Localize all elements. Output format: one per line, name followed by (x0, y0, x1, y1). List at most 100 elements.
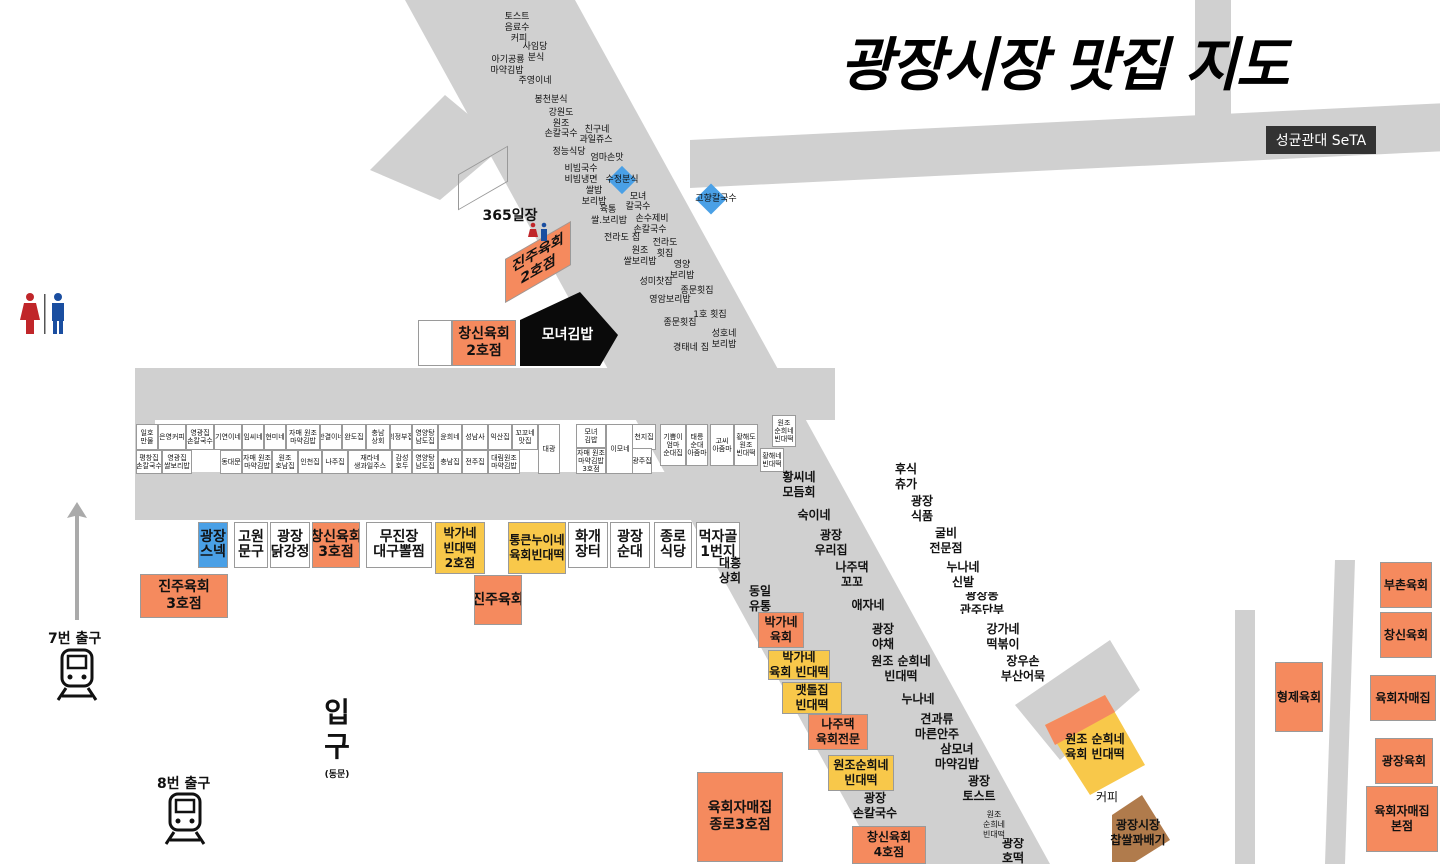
north-stall-label[interactable]: 주영이네 (518, 76, 552, 86)
center-stall[interactable]: 자매 원조 마약김밥 (242, 450, 272, 474)
south-stall[interactable]: 먹자골 1번지 (696, 522, 740, 568)
north-stall-label[interactable]: 정능식당 (552, 147, 586, 157)
north-stall-label[interactable]: 봉천분식 (534, 95, 568, 105)
stall-gohyang-kalguksu[interactable]: 고향칼국수 (695, 194, 737, 204)
center-stall[interactable]: 현미네 (264, 424, 286, 450)
center-stall[interactable]: 충남집 (438, 450, 462, 474)
center-stall[interactable]: 모녀 김밥 (576, 424, 606, 448)
diagonal-east-stall[interactable]: 원조 순희네 빈대떡 (871, 654, 931, 683)
center-stall[interactable]: 나주집 (322, 450, 348, 474)
center-stall[interactable]: 성남사 (462, 424, 488, 450)
north-stall-label[interactable]: 전라도 (652, 238, 678, 248)
south-stall[interactable]: 창신육회 3호점 (312, 522, 360, 568)
diagonal-west-stall[interactable]: 창신육회 4호점 (852, 826, 926, 864)
center-stall[interactable]: 대림원조 마약김밥 (488, 450, 520, 474)
diagonal-east-stall[interactable]: 누나네 (901, 691, 935, 706)
north-stall-label[interactable]: 보리밥 (711, 340, 737, 350)
diagonal-east-stall[interactable]: 광장 우리집 (814, 528, 848, 557)
center-stall[interactable]: 영광집 쌀보리밥 (162, 450, 192, 474)
diagonal-east-stall[interactable]: 애자네 (851, 597, 885, 612)
north-stall-label[interactable]: 영암보리밥 (649, 295, 691, 305)
north-stall-label[interactable]: 쌀.보리밥 (591, 216, 627, 226)
right-column-stall[interactable]: 육회자매집 (1370, 675, 1436, 721)
far-east-stall[interactable]: 광장동 관주단부 (959, 592, 1005, 614)
center-stall[interactable]: 꼬꼬네 맛집 (512, 424, 538, 450)
diagonal-east-stall[interactable]: 견과류 마른안주 (914, 712, 960, 741)
far-east-stall[interactable]: 장우손 부산어묵 (1000, 654, 1046, 683)
center-stall[interactable]: 익산집 (488, 424, 512, 450)
diagonal-east-stall[interactable]: 광장 야채 (871, 622, 895, 651)
center-stall[interactable]: 원조 순희네 빈대떡 (772, 415, 796, 447)
center-stall[interactable]: 태릉 순대 아줌마 (686, 424, 708, 466)
center-stall[interactable]: 기쁨이 엄마 순대집 (660, 424, 686, 466)
north-stall-label[interactable]: 성미찻집 (639, 277, 673, 287)
center-stall[interactable]: 완도집 (342, 424, 366, 450)
far-east-stall[interactable]: 굴비 전문점 (929, 526, 963, 555)
center-stall[interactable]: 고씨 아줌마 (710, 424, 734, 466)
center-stall[interactable]: 이모네 (606, 424, 634, 474)
stall-jinju-yukhoe-3[interactable]: 진주육회 3호점 (140, 574, 228, 618)
north-stall-label[interactable]: 친구네 (584, 125, 610, 135)
center-stall[interactable]: 황해도 원조 빈대떡 (734, 424, 758, 466)
north-stall-label[interactable]: 원조 (631, 246, 649, 256)
north-stall-label[interactable]: 보리밥 (669, 271, 695, 281)
north-stall-label[interactable]: 사임당 (522, 42, 548, 52)
center-stall[interactable]: 원조 호남집 (272, 450, 298, 474)
center-stall[interactable]: 임씨네 (242, 424, 264, 450)
center-stall[interactable]: 은영커피 (158, 424, 186, 450)
south-stall[interactable]: 무진장 대구뽈찜 (366, 522, 432, 568)
north-stall-label[interactable]: 보리밥 (581, 197, 607, 207)
center-stall[interactable]: 광주집 (632, 448, 652, 474)
stall-coffee[interactable]: 커피 (1095, 789, 1119, 804)
center-stall[interactable]: 자매 원조 마약김밥 3호점 (576, 448, 606, 474)
north-stall-label[interactable]: 아기공룡 (491, 55, 525, 65)
diagonal-west-stall[interactable]: 동일 유통 (748, 584, 772, 613)
north-stall-label[interactable]: 음료수 (504, 23, 530, 33)
center-stall[interactable]: 대광 (538, 424, 560, 474)
center-stall[interactable]: 감성 호두 (392, 450, 412, 474)
south-stall[interactable]: 화개 장터 (568, 522, 608, 568)
north-stall-label[interactable]: 토스트 (504, 12, 530, 22)
right-column-stall[interactable]: 창신육회 (1380, 612, 1432, 658)
diagonal-east-stall[interactable]: 숙이네 (797, 507, 831, 522)
north-stall-label[interactable]: 횟집 (656, 249, 674, 259)
center-stall[interactable]: 기연이네 (214, 424, 242, 450)
far-east-stall[interactable]: 누나네 신발 (946, 560, 980, 589)
diagonal-east-stall[interactable]: 황씨네 모듬회 (782, 470, 816, 499)
diagonal-west-stall[interactable]: 나주댁 육회전문 (808, 714, 868, 750)
right-column-stall[interactable]: 육회자매집 본점 (1366, 786, 1438, 852)
center-stall[interactable]: 전주집 (462, 450, 488, 474)
stall-365[interactable]: 365일장 (482, 207, 538, 224)
north-stall-label[interactable]: 종문횟집 (680, 286, 714, 296)
north-stall-label[interactable]: 전라도 집 (604, 233, 640, 243)
south-stall[interactable]: 종로 식당 (654, 522, 692, 568)
stall-monyeo-kimbap[interactable]: 모녀김밥 (541, 326, 594, 343)
center-stall[interactable]: 인천집 (298, 450, 322, 474)
stall-chapssal-kkwabaegi[interactable]: 광장시장 찹쌀꽈배기 (1110, 818, 1166, 847)
north-stall-label[interactable]: 과일쥬스 (579, 135, 613, 145)
center-stall[interactable]: 일호 만물 (136, 424, 158, 450)
north-stall-label[interactable]: 수정분식 (605, 175, 639, 185)
diagonal-west-stall[interactable]: 맷돌집 빈대떡 (782, 682, 842, 714)
center-stall[interactable]: 충남 상회 (366, 424, 390, 450)
center-stall[interactable]: 천지집 (632, 424, 656, 450)
north-stall-label[interactable]: 1호 횟집 (693, 310, 727, 320)
right-column-stall[interactable]: 광장육회 (1375, 738, 1433, 784)
north-stall-label[interactable]: 손수제비 (635, 214, 669, 224)
south-stall[interactable]: 박가네 빈대떡 2호점 (435, 522, 485, 574)
diagonal-east-stall[interactable]: 광장 토스트 (962, 774, 996, 803)
center-stall[interactable]: 재라네 생과일주스 (348, 450, 392, 474)
south-stall[interactable]: 통큰누이네 육회빈대떡 (508, 522, 566, 574)
north-stall-label[interactable]: 쌀밥 (585, 186, 603, 196)
stall-yukhoe-jamae-jongno3[interactable]: 육회자매집 종로3호점 (697, 772, 783, 862)
right-column-stall[interactable]: 부촌육회 (1380, 562, 1432, 608)
subway-train-icon[interactable] (164, 792, 206, 850)
north-stall-label[interactable]: 비빔국수 (564, 164, 598, 174)
north-stall-label[interactable]: 커피 (510, 34, 528, 44)
far-east-stall[interactable]: 강가네 떡볶이 (986, 622, 1020, 651)
south-stall[interactable]: 광장 닭강정 (270, 522, 310, 568)
north-stall-label[interactable]: 손칼국수 (633, 225, 667, 235)
north-stall-label[interactable]: 영양 (673, 260, 691, 270)
diagonal-east-stall[interactable]: 삼모녀 마약김밥 (934, 742, 980, 771)
stall-jinju-yukhoe[interactable]: 진주육회 (474, 575, 522, 625)
